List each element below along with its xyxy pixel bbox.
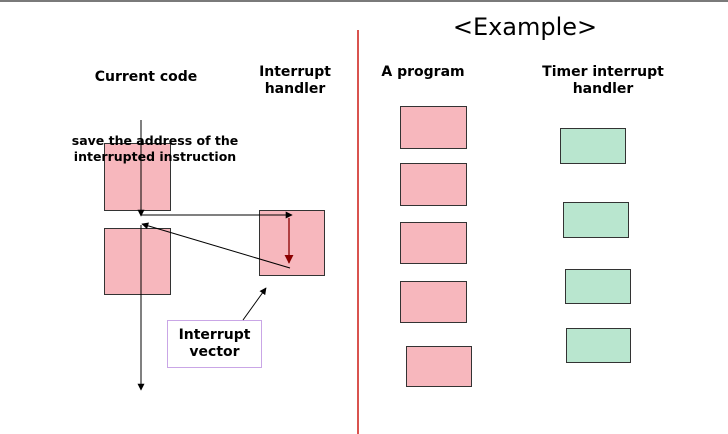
save-address-note-line1: save the address of the bbox=[71, 133, 239, 148]
timer-handler-label-line2: handler bbox=[572, 81, 634, 97]
interrupt-handler-label-line2: handler bbox=[264, 81, 326, 97]
program-block-5 bbox=[406, 346, 472, 387]
timer-handler-block-2 bbox=[563, 202, 629, 238]
program-block-3 bbox=[400, 222, 467, 264]
save-address-note: save the address of the interrupted inst… bbox=[40, 133, 270, 165]
interrupt-vector-label-line2: vector bbox=[189, 344, 240, 360]
timer-handler-label-line1: Timer interrupt bbox=[542, 64, 664, 80]
current-code-block-lower bbox=[104, 228, 171, 295]
program-block-1 bbox=[400, 106, 467, 149]
timer-handler-block-1 bbox=[560, 128, 626, 164]
return-from-handler-arrow bbox=[141, 222, 291, 269]
program-block-2 bbox=[400, 163, 467, 206]
interrupt-handler-label-line1: Interrupt bbox=[259, 64, 331, 80]
interrupt-vector-box: Interrupt vector bbox=[167, 320, 262, 368]
interrupt-handler-label: Interrupt handler bbox=[240, 64, 350, 98]
timer-handler-label: Timer interrupt handler bbox=[528, 64, 678, 98]
interrupt-vector-label-line1: Interrupt bbox=[178, 327, 251, 343]
program-label: A program bbox=[381, 64, 465, 80]
timer-handler-block-3 bbox=[565, 269, 631, 304]
program-block-4 bbox=[400, 281, 467, 323]
example-title: <Example> bbox=[452, 13, 598, 41]
save-address-note-line2: interrupted instruction bbox=[73, 149, 237, 164]
section-divider bbox=[357, 30, 359, 434]
top-rule bbox=[0, 0, 728, 2]
timer-handler-block-4 bbox=[566, 328, 631, 363]
interrupt-handler-block bbox=[259, 210, 325, 276]
vector-pointer-arrow bbox=[242, 287, 267, 321]
current-code-block-upper bbox=[104, 143, 171, 211]
current-code-label: Current code bbox=[94, 69, 198, 85]
